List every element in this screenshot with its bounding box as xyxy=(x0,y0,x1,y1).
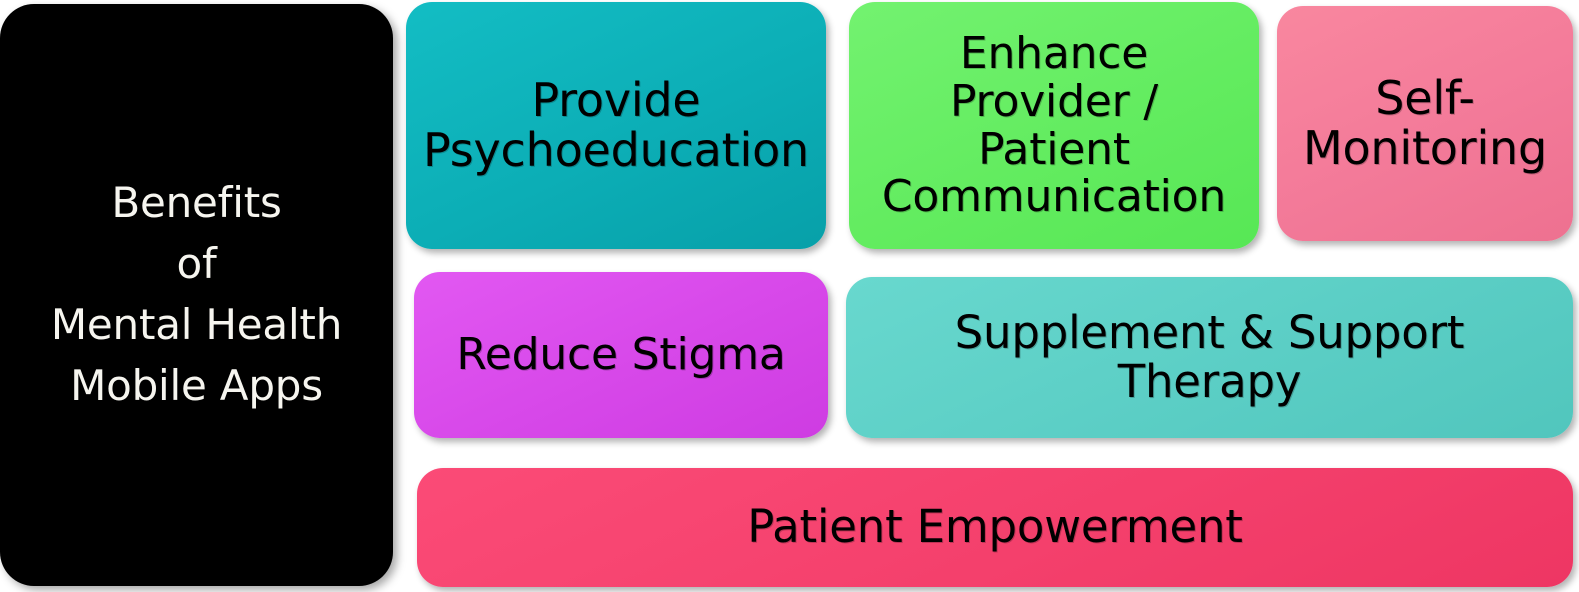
node-label-provide-psychoeducation: Provide Psychoeducation xyxy=(423,72,809,177)
root-node-label: Benefits of Mental Health Mobile Apps xyxy=(50,178,343,410)
node-patient-empowerment[interactable]: Patient Empowerment xyxy=(417,468,1573,587)
node-label-supplement-and-support-therapy: Supplement & Support Therapy xyxy=(954,305,1465,408)
node-reduce-stigma[interactable]: Reduce Stigma xyxy=(414,272,828,438)
root-node-benefits-of-mental-health-mobile-apps[interactable]: Benefits of Mental Health Mobile Apps xyxy=(0,4,393,586)
node-label-self-monitoring: Self- Monitoring xyxy=(1303,70,1547,175)
node-label-reduce-stigma: Reduce Stigma xyxy=(456,329,786,381)
node-label-patient-empowerment: Patient Empowerment xyxy=(747,500,1243,554)
node-provide-psychoeducation[interactable]: Provide Psychoeducation xyxy=(406,2,826,249)
node-label-enhance-provider-patient-communication: Enhance Provider / Patient Communication xyxy=(881,28,1227,223)
node-supplement-and-support-therapy[interactable]: Supplement & Support Therapy xyxy=(846,277,1573,438)
node-self-monitoring[interactable]: Self- Monitoring xyxy=(1277,6,1573,241)
node-enhance-provider-patient-communication[interactable]: Enhance Provider / Patient Communication xyxy=(849,2,1259,249)
